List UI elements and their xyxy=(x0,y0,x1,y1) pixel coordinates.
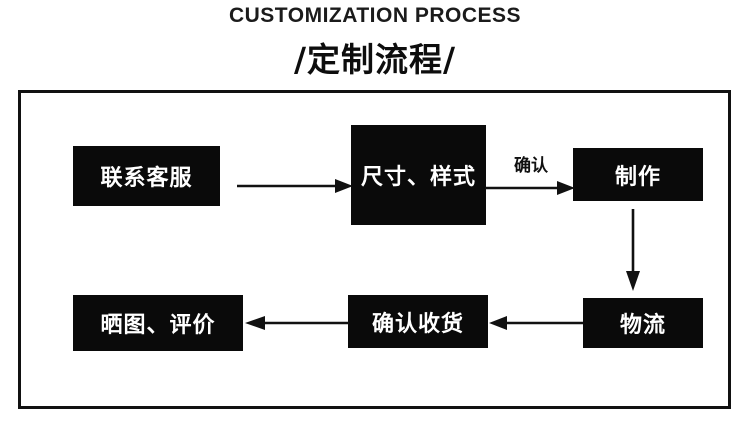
page-title-chinese: /定制流程/ xyxy=(293,40,457,79)
page-title-english: CUSTOMIZATION PROCESS xyxy=(228,4,522,27)
arrow-confirm-to-review xyxy=(245,315,349,331)
process-node-size-style: 尺寸、样式 xyxy=(351,125,486,225)
process-node-photo-review: 晒图、评价 xyxy=(73,295,243,351)
diagram-frame: 联系客服 尺寸、样式 制作 物流 确认收货 晒图、评价 确认 xyxy=(18,90,731,409)
process-node-production: 制作 xyxy=(573,148,703,201)
process-node-confirm-receipt: 确认收货 xyxy=(348,295,488,348)
arrow-size-to-production xyxy=(485,180,575,196)
process-node-logistics: 物流 xyxy=(583,298,703,348)
arrow-production-to-logistics xyxy=(625,209,641,291)
arrow-logistics-to-confirm xyxy=(489,315,583,331)
edge-label-confirm: 确认 xyxy=(514,156,548,176)
arrow-contact-to-size xyxy=(237,178,353,194)
process-node-contact-service: 联系客服 xyxy=(73,146,220,206)
